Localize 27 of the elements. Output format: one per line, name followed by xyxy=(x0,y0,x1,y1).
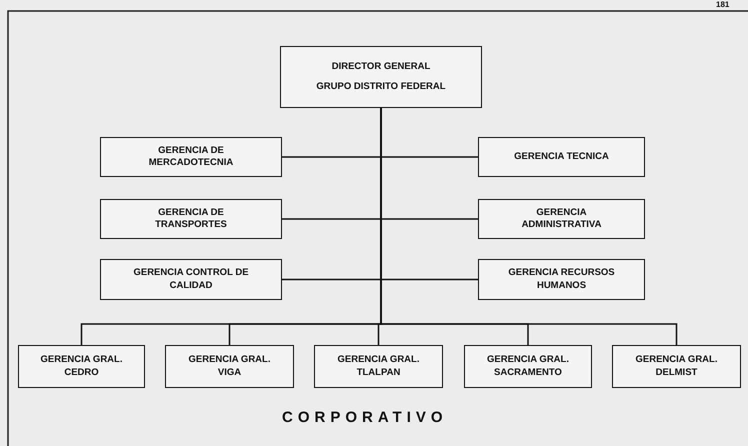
box-title: GERENCIA GRAL. VIGA xyxy=(188,354,272,379)
section-title: CORPORATIVO xyxy=(282,409,448,426)
org-box xyxy=(314,345,443,388)
box-title: GERENCIA CONTROL DE CALIDAD xyxy=(132,267,250,292)
org-box xyxy=(165,345,294,388)
box-title: DIRECTOR GENERAL xyxy=(332,60,430,74)
org-box xyxy=(100,259,282,300)
box-title: GERENCIA DE TRANSPORTES xyxy=(154,206,228,232)
box-title: GERENCIA GRAL. CEDRO xyxy=(40,354,124,379)
org-box xyxy=(612,345,741,388)
box-title: GRUPO DISTRITO FEDERAL xyxy=(316,80,446,94)
page-number: 181 xyxy=(716,0,730,9)
box-title: GERENCIA DE MERCADOTECNIA xyxy=(148,144,234,170)
org-box xyxy=(280,46,482,108)
org-box xyxy=(100,199,282,239)
box-title: GERENCIA RECURSOS HUMANOS xyxy=(507,267,616,292)
box-title: GERENCIA GRAL. DELMIST xyxy=(634,354,718,379)
org-box xyxy=(478,259,645,300)
box-title: GERENCIA GRAL. TLALPAN xyxy=(336,354,420,379)
org-box xyxy=(478,137,645,177)
box-title: GERENCIA ADMINISTRATIVA xyxy=(520,206,602,232)
org-box xyxy=(464,345,592,388)
box-title: GERENCIA TECNICA xyxy=(514,150,609,164)
box-title: GERENCIA GRAL. SACRAMENTO xyxy=(486,354,570,379)
org-box xyxy=(18,345,145,388)
org-box xyxy=(100,137,282,177)
org-box xyxy=(478,199,645,239)
